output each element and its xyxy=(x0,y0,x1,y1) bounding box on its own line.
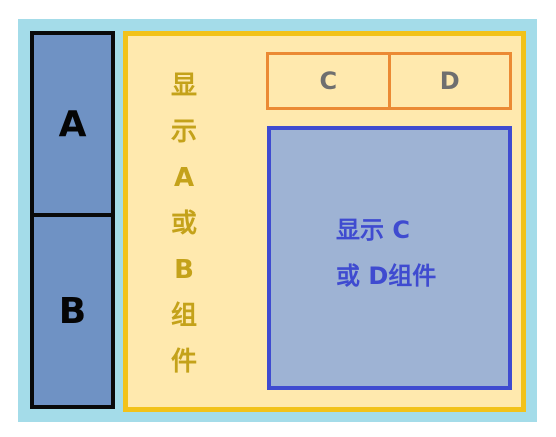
component-a-box: A xyxy=(58,103,87,145)
content-caption-line: 或 D组件 xyxy=(336,262,437,290)
content-caption-line: 显示 C xyxy=(336,216,410,244)
vertical-caption-char: 显 xyxy=(170,71,197,101)
tab-c[interactable]: C xyxy=(319,67,338,95)
vertical-caption-char: 件 xyxy=(170,347,197,377)
content-caption: 显示 C 或 D组件 xyxy=(336,207,436,299)
vertical-caption-char: B xyxy=(174,255,194,285)
vertical-caption-char: 示 xyxy=(170,117,197,147)
tab-d[interactable]: D xyxy=(387,55,510,107)
ab-divider xyxy=(34,213,111,217)
vertical-caption-char: 组 xyxy=(170,301,197,331)
content-area xyxy=(267,126,512,390)
vertical-caption-char: 或 xyxy=(170,209,197,239)
vertical-caption-char: A xyxy=(173,163,195,193)
left-column: A B xyxy=(30,31,115,409)
component-b-box: B xyxy=(58,290,87,332)
tab-bar: C D xyxy=(266,52,512,110)
vertical-caption: 显 示 A 或 B 组 件 xyxy=(162,63,206,385)
